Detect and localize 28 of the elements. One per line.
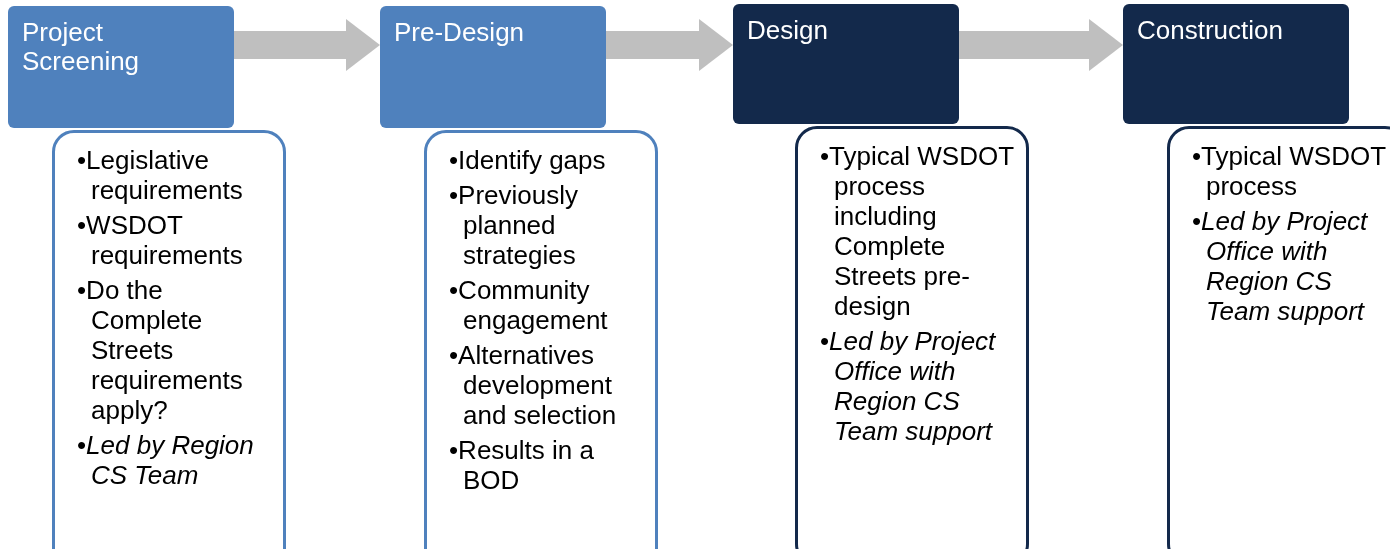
stage-header-box xyxy=(380,6,606,128)
bullet-item: •Led by Project Office with Region CS Team support xyxy=(1192,206,1369,326)
block-arrow xyxy=(959,19,1123,71)
stage-title: Construction xyxy=(1137,16,1284,45)
bullet-item: •Previously planned strategies xyxy=(449,180,580,270)
bullet-item: •Community engagement xyxy=(449,275,609,335)
bullet-item: •Typical WSDOT process including Complete Streets pre-design xyxy=(820,141,1014,321)
stage-header-box xyxy=(8,6,234,128)
bullet-item: •Results in a BOD xyxy=(449,435,595,495)
bullet-item: •Alternatives development and selection xyxy=(449,340,618,430)
stage-details-card xyxy=(795,126,1029,549)
stage-details-card xyxy=(1167,126,1390,549)
stage-title: Pre-Design xyxy=(394,18,526,47)
bullet-item: •Led by Region CS Team xyxy=(77,430,255,490)
bullet-item: •Identify gaps xyxy=(449,145,607,175)
bullet-item: •Legislative requirements xyxy=(77,145,244,205)
bullet-item: •WSDOT requirements xyxy=(77,210,244,270)
stage-header-box xyxy=(1123,4,1349,124)
bullet-item: •Typical WSDOT process xyxy=(1192,141,1387,201)
stage-title: Design xyxy=(747,16,829,45)
block-arrow xyxy=(234,19,380,71)
stage-header-box xyxy=(733,4,959,124)
stage-title: Project Screening xyxy=(22,18,141,76)
bullet-item: •Led by Project Office with Region CS Team support xyxy=(820,326,997,446)
stage-details-card xyxy=(52,130,286,549)
stage-details-card xyxy=(424,130,658,549)
block-arrow xyxy=(606,19,733,71)
bullet-item: •Do the Complete Streets requirements apply? xyxy=(77,275,244,425)
